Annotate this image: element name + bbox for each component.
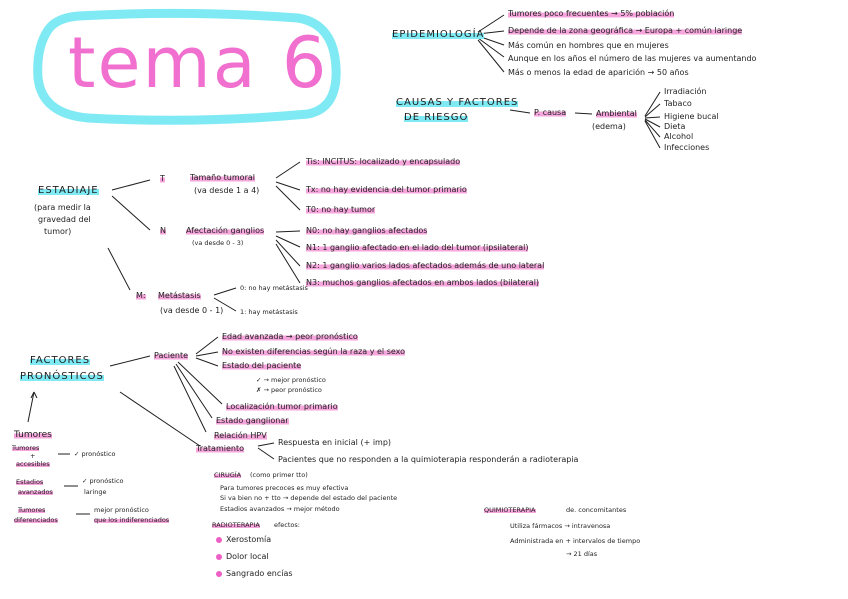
estadiaje-n2: N2: 1 ganglio varios lados afectados ade… <box>306 261 545 271</box>
pronosticos-relacion: Relación HPV <box>214 431 267 441</box>
pronosticos-tratamiento: Tratamiento <box>196 444 244 454</box>
bullet-dot-icon <box>216 570 222 577</box>
causas-factor: Infecciones <box>664 143 710 152</box>
causas-factor: Alcohol <box>664 132 694 141</box>
estadiaje-t-label: T <box>160 174 165 184</box>
tumores-row1-a: Tumores <box>12 444 40 452</box>
causas-heading-1: CAUSAS Y FACTORES <box>396 97 519 108</box>
estadiaje-subtitle: tumor) <box>44 227 72 236</box>
estadiaje-m-label: M: <box>136 291 146 301</box>
causas-heading-2: DE RIESGO <box>404 112 469 123</box>
tumores-row3-a: Tumores <box>18 506 46 514</box>
cirugia-item: Si va bien no + tto → depende del estado… <box>220 494 398 502</box>
quimioterapia-sub: → 21 días <box>566 550 598 558</box>
estadiaje-n-range: (va desde 0 - 3) <box>192 239 244 247</box>
estadiaje-subtitle: (para medir la <box>34 203 91 212</box>
epidemiologia-item: Más común en hombres que en mujeres <box>508 41 669 50</box>
epidemiologia-item: Aunque en los años el número de las muje… <box>508 54 757 63</box>
tratamiento-item: Respuesta en inicial (+ imp) <box>278 438 392 447</box>
tumores-row3-b: diferenciados <box>14 516 58 524</box>
causas-factor: Higiene bucal <box>664 112 719 121</box>
causas-ambiental: Ambiental <box>596 109 637 119</box>
page-title: tema 6 <box>68 22 329 104</box>
estadiaje-n-label: N <box>160 226 166 236</box>
pronosticos-paciente: Paciente <box>154 351 189 361</box>
tumores-row1-c: accesibles <box>16 460 50 468</box>
pronosticos-localizacion: Localización tumor primario <box>226 402 338 412</box>
cirugia-item: Estadios avanzados → mejor método <box>220 505 340 513</box>
tumores-row2-r2: laringe <box>84 488 107 496</box>
pronosticos-estado-ganglionar: Estado ganglionar <box>216 416 289 426</box>
radioterapia-item: Dolor local <box>216 552 269 562</box>
radioterapia-note: efectos: <box>274 521 300 529</box>
tumores-row3-r2: que los indiferenciados <box>94 516 170 524</box>
quimioterapia-note: de. concomitantes <box>566 506 627 514</box>
radioterapia-item-label: Sangrado encías <box>226 569 293 578</box>
cirugia-note: (como primer tto) <box>250 471 308 479</box>
radioterapia-item-label: Xerostomía <box>226 535 272 544</box>
estadiaje-t-range: (va desde 1 a 4) <box>194 186 260 195</box>
epidemiologia-item: Tumores poco frecuentes → 5% población <box>508 9 675 19</box>
tumores-heading: Tumores <box>14 430 52 440</box>
estadiaje-n-text: Afectación ganglios <box>186 226 265 236</box>
epidemiologia-item: Depende de la zona geográfica → Europa +… <box>508 26 743 36</box>
bullet-dot-icon <box>216 553 222 560</box>
epidemiologia-heading: EPIDEMIOLOGÍA <box>392 29 485 40</box>
estadiaje-m-text: Metástasis <box>158 291 201 301</box>
cirugia-item: Para tumores precoces es muy efectiva <box>220 484 349 492</box>
estadiaje-m0: 0: no hay metástasis <box>240 284 308 292</box>
bullet-dot-icon <box>216 536 222 543</box>
title-frame <box>33 8 341 125</box>
tumores-row1-b: + <box>30 452 36 460</box>
estadiaje-heading: ESTADIAJE <box>38 185 99 196</box>
radioterapia-item: Sangrado encías <box>216 569 293 579</box>
estadiaje-tx: Tx: no hay evidencia del tumor primario <box>306 185 467 195</box>
pronosticos-sub: ✓ → mejor pronóstico <box>256 376 326 384</box>
causas-edema: (edema) <box>592 122 626 131</box>
pronosticos-item: Edad avanzada → peor pronóstico <box>222 332 358 342</box>
epidemiologia-item: Más o menos la edad de aparición → 50 añ… <box>508 68 689 77</box>
causas-factor: Dieta <box>664 122 686 131</box>
radioterapia-item-label: Dolor local <box>226 552 269 561</box>
pronosticos-heading-1: FACTORES <box>30 355 91 366</box>
tratamiento-item: Pacientes que no responden a la quimiote… <box>278 455 579 464</box>
causas-p-causa: P. causa <box>534 108 567 118</box>
causas-factor: Irradiación <box>664 87 707 96</box>
pronosticos-heading-2: PRONÓSTICOS <box>20 371 104 382</box>
estadiaje-n3: N3: muchos ganglios afectados en ambos l… <box>306 278 540 288</box>
estadiaje-subtitle: gravedad del <box>38 215 91 224</box>
radioterapia-heading: RADIOTERAPIA <box>212 521 260 529</box>
causas-factor: Tabaco <box>664 99 692 108</box>
tumores-row2-a: Estadios <box>16 478 44 486</box>
quimioterapia-item: Utiliza fármacos → intravenosa <box>510 522 611 530</box>
pronosticos-sub: ✗ → peor pronóstico <box>256 386 322 394</box>
pronosticos-item: No existen diferencias según la raza y e… <box>222 347 406 357</box>
cirugia-heading: CIRUGÍA <box>214 471 242 479</box>
estadiaje-n1: N1: 1 ganglio afectado en el lado del tu… <box>306 243 529 253</box>
quimioterapia-heading: QUIMIOTERAPIA <box>484 506 536 514</box>
tumores-row2-b: avanzados <box>18 488 53 496</box>
pronosticos-item: Estado del paciente <box>222 361 302 371</box>
quimioterapia-item: Administrada en + intervalos de tiempo <box>510 537 641 545</box>
estadiaje-tis: Tis: INCITUS: localizado y encapsulado <box>306 157 461 167</box>
estadiaje-m-range: (va desde 0 - 1) <box>160 306 224 315</box>
estadiaje-t0: T0: no hay tumor <box>306 205 376 215</box>
estadiaje-n0: N0: no hay ganglios afectados <box>306 226 428 236</box>
radioterapia-item: Xerostomía <box>216 535 271 545</box>
tumores-row3-r1: mejor pronóstico <box>94 506 149 514</box>
tumores-row1-r: ✓ pronóstico <box>74 450 116 458</box>
tumores-row2-r1: ✓ pronóstico <box>82 477 124 485</box>
estadiaje-t-text: Tamaño tumoral <box>190 173 255 183</box>
estadiaje-m1: 1: hay metástasis <box>240 308 298 316</box>
